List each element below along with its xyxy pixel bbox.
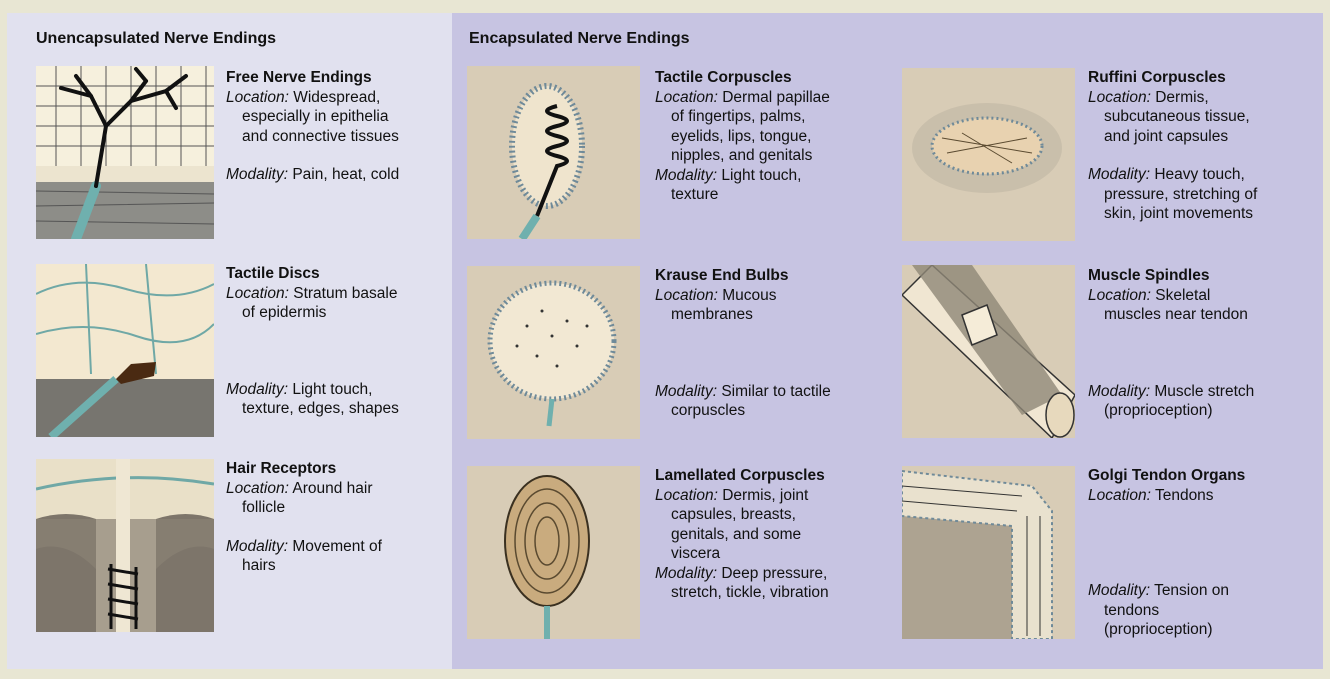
modality-text: Deep pressure, — [721, 565, 827, 582]
location-text: genitals, and some — [655, 525, 880, 545]
muscle-spindles-text: Muscle Spindles Location: Skeletal muscl… — [1088, 266, 1318, 421]
modality-text: skin, joint movements — [1088, 204, 1318, 224]
modality-label: Modality: — [1088, 166, 1150, 183]
location-text: especially in epithelia — [226, 107, 448, 127]
location-label: Location: — [1088, 89, 1151, 106]
location-text: Around hair — [292, 480, 372, 497]
modality-text: Light touch, — [721, 167, 801, 184]
golgi-tendon-organs-illustration — [902, 466, 1075, 639]
location-text: Dermis, — [1155, 89, 1208, 106]
tactile-corpuscles-illustration — [467, 66, 640, 239]
modality-text: tendons — [1088, 601, 1318, 621]
location-label: Location: — [1088, 287, 1151, 304]
modality-text: Heavy touch, — [1154, 166, 1244, 183]
entry-title: Golgi Tendon Organs — [1088, 466, 1318, 486]
entry-title: Ruffini Corpuscles — [1088, 68, 1318, 88]
location-label: Location: — [655, 287, 718, 304]
unencapsulated-heading: Unencapsulated Nerve Endings — [36, 30, 276, 48]
location-text: Mucous — [722, 287, 776, 304]
modality-label: Modality: — [226, 166, 288, 183]
entry-title: Tactile Corpuscles — [655, 68, 880, 88]
muscle-spindles-illustration — [902, 265, 1075, 438]
modality-text: Light touch, — [292, 381, 372, 398]
modality-label: Modality: — [226, 538, 288, 555]
modality-text: texture, edges, shapes — [226, 399, 448, 419]
hair-receptors-illustration — [36, 459, 214, 632]
location-text: Widespread, — [293, 89, 380, 106]
location-text: and joint capsules — [1088, 127, 1318, 147]
location-label: Location: — [226, 285, 289, 302]
location-label: Location: — [655, 89, 718, 106]
location-label: Location: — [226, 89, 289, 106]
lamellated-corpuscles-text: Lamellated Corpuscles Location: Dermis, … — [655, 466, 880, 603]
modality-text: Similar to tactile — [721, 383, 830, 400]
free-nerve-endings-text: Free Nerve Endings Location: Widespread,… — [226, 68, 448, 185]
location-text: eyelids, lips, tongue, — [655, 127, 880, 147]
location-text: Tendons — [1155, 487, 1214, 504]
location-text: Dermis, joint — [722, 487, 808, 504]
entry-title: Free Nerve Endings — [226, 68, 448, 88]
modality-text: stretch, tickle, vibration — [655, 583, 880, 603]
location-text: of epidermis — [226, 303, 448, 323]
location-text: and connective tissues — [226, 127, 448, 147]
encapsulated-heading: Encapsulated Nerve Endings — [469, 30, 690, 48]
modality-text: Pain, heat, cold — [292, 166, 399, 183]
location-label: Location: — [655, 487, 718, 504]
hair-receptors-text: Hair Receptors Location: Around hair fol… — [226, 459, 448, 576]
modality-label: Modality: — [655, 565, 717, 582]
modality-label: Modality: — [655, 383, 717, 400]
tactile-discs-text: Tactile Discs Location: Stratum basale o… — [226, 264, 448, 419]
location-text: muscles near tendon — [1088, 305, 1318, 325]
modality-text: pressure, stretching of — [1088, 185, 1318, 205]
modality-label: Modality: — [1088, 582, 1150, 599]
location-text: nipples, and genitals — [655, 146, 880, 166]
golgi-tendon-organs-text: Golgi Tendon Organs Location: Tendons Mo… — [1088, 466, 1318, 640]
lamellated-corpuscles-illustration — [467, 466, 640, 639]
modality-label: Modality: — [655, 167, 717, 184]
location-label: Location: — [1088, 487, 1151, 504]
location-text: membranes — [655, 305, 880, 325]
krause-end-bulbs-illustration — [467, 266, 640, 439]
entry-title: Muscle Spindles — [1088, 266, 1318, 286]
modality-text: Tension on — [1154, 582, 1229, 599]
modality-label: Modality: — [226, 381, 288, 398]
modality-text: Muscle stretch — [1154, 383, 1254, 400]
entry-title: Lamellated Corpuscles — [655, 466, 880, 486]
entry-title: Tactile Discs — [226, 264, 448, 284]
modality-text: corpuscles — [655, 401, 880, 421]
location-text: of fingertips, palms, — [655, 107, 880, 127]
tactile-discs-illustration — [36, 264, 214, 437]
entry-title: Hair Receptors — [226, 459, 448, 479]
free-nerve-endings-illustration — [36, 66, 214, 239]
tactile-corpuscles-text: Tactile Corpuscles Location: Dermal papi… — [655, 68, 880, 205]
ruffini-corpuscles-illustration — [902, 68, 1075, 241]
modality-text: (proprioception) — [1088, 620, 1318, 640]
location-text: Dermal papillae — [722, 89, 830, 106]
modality-text: Movement of — [292, 538, 382, 555]
ruffini-corpuscles-text: Ruffini Corpuscles Location: Dermis, sub… — [1088, 68, 1318, 224]
modality-text: texture — [655, 185, 880, 205]
modality-text: hairs — [226, 556, 448, 576]
modality-text: (proprioception) — [1088, 401, 1318, 421]
entry-title: Krause End Bulbs — [655, 266, 880, 286]
location-text: Stratum basale — [293, 285, 397, 302]
location-text: follicle — [226, 498, 448, 518]
location-label: Location: — [226, 480, 289, 497]
krause-end-bulbs-text: Krause End Bulbs Location: Mucous membra… — [655, 266, 880, 421]
location-text: viscera — [655, 544, 880, 564]
location-text: Skeletal — [1155, 287, 1210, 304]
location-text: capsules, breasts, — [655, 505, 880, 525]
modality-label: Modality: — [1088, 383, 1150, 400]
location-text: subcutaneous tissue, — [1088, 107, 1318, 127]
